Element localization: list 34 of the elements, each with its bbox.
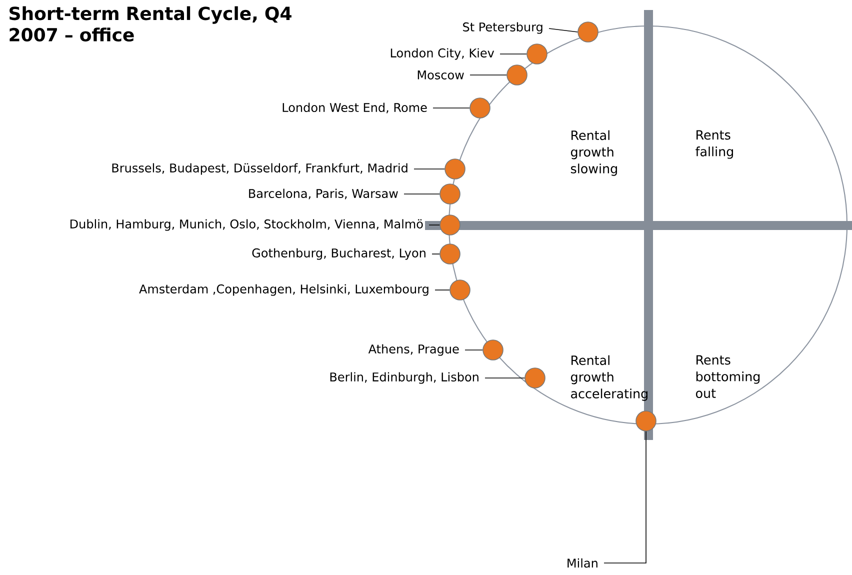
city-label: London City, Kiev [390,48,494,60]
title: Short-term Rental Cycle, Q4 2007 – office [10,6,292,42]
leader-line [428,224,440,226]
city-label: Amsterdam ,Copenhagen, Helsinki, Luxembourg [139,284,428,296]
city-marker [440,244,460,264]
quadrant-label: Rents falling [696,130,733,159]
city-label: Gothenburg, Bucharest, Lyon [252,248,426,260]
city-label: St Petersburg [463,22,542,34]
city-label: Berlin, Edinburgh, Lisbon [330,372,478,384]
quadrant-label: Rental growth accelerating [570,355,648,401]
quadrant-label: Rents bottoming out [696,355,760,398]
city-marker [636,410,656,432]
leader-line [548,28,578,32]
city-label: Moscow [418,70,464,80]
city-marker [526,44,548,64]
leader-line [604,431,646,564]
city-label: Dublin, Hamburg, Munich, Oslo, Stockholm, Vienna, Malmö [70,219,423,231]
city-label: Barcelona, Paris, Warsaw [249,188,398,200]
leader-line [414,168,445,170]
quadrant-label: Rental growth slowing [570,130,617,176]
city-marker [440,184,460,204]
leader-line [470,74,507,76]
city-label: London West End, Rome [282,102,427,114]
city-marker [578,22,598,42]
city-label: Milan [568,558,598,568]
city-marker [444,158,466,180]
city-marker [440,214,460,236]
city-label: Brussels, Budapest, Düsseldorf, Frankfurt, Madrid [112,163,408,175]
city-marker [470,98,490,118]
city-marker [524,368,546,388]
city-marker [450,280,470,300]
city-marker [482,340,504,360]
city-label: Athens, Prague [368,344,459,356]
city-marker [506,64,528,86]
